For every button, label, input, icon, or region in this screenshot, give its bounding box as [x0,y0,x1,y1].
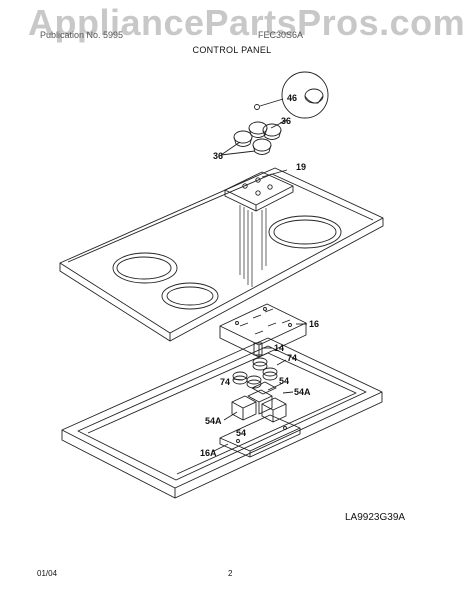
model-number: FEC30S6A [258,30,304,40]
cooktop-frame [61,337,383,499]
callout-36-right: 36 [281,116,291,126]
page-number: 2 [228,569,233,578]
callout-16: 16 [309,319,319,329]
burner-right [268,215,342,249]
knob-insert-46 [254,71,329,119]
knob-shafts [239,205,267,287]
callout-74-left: 74 [220,377,230,387]
callout-54A-left: 54A [205,416,222,426]
drawing-reference: LA9923G39A [345,512,406,523]
callout-46: 46 [287,93,297,103]
section-title: CONTROL PANEL [192,45,272,55]
revision-date: 01/04 [37,569,58,578]
callout-54-lower: 54 [236,428,246,438]
cooktop-glass [59,167,384,342]
bracket-16 [219,303,307,358]
callout-19: 19 [296,162,306,172]
callout-labels: 46 36 36 19 16 14 74 74 54 54A 54A 54 16… [200,93,319,458]
callout-54A-right: 54A [294,387,311,397]
callout-36-left: 36 [213,151,223,161]
control-knobs-36 [220,119,288,156]
callout-16A: 16A [200,448,217,458]
burner-left-rear [112,252,178,284]
publication-number: Publication No. 5995 [40,30,124,40]
burner-left-front [161,282,219,310]
callout-74-right: 74 [287,353,297,363]
switches-54 [223,381,294,423]
callout-14: 14 [274,343,284,353]
control-plate-19 [224,169,294,212]
callout-54-upper: 54 [279,376,289,386]
watermark: AppliancePartsPros.com [28,2,464,43]
